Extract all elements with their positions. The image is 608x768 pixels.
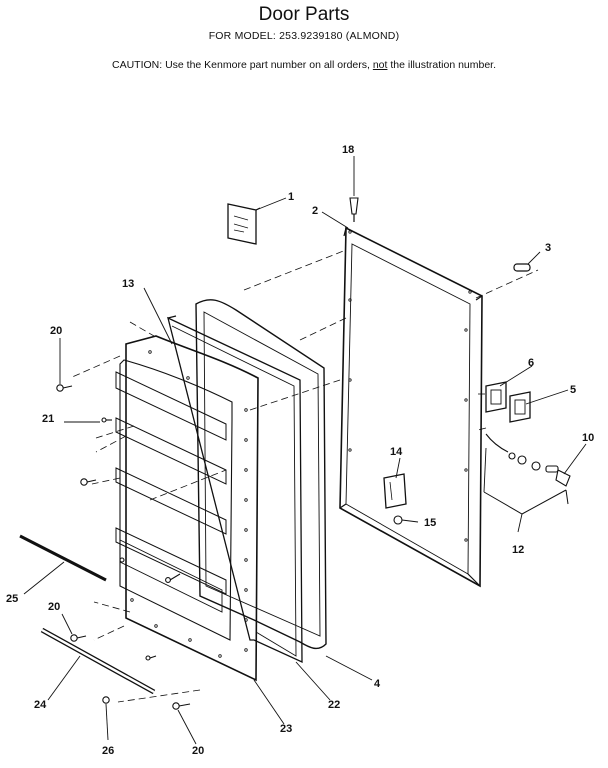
callout-3: 3	[545, 242, 551, 254]
callout-21: 21	[42, 413, 54, 425]
callouts: 1 2 18 3 13 20 21 6 5 10 14 15 12 25 20 …	[6, 144, 594, 757]
callout-23: 23	[280, 723, 292, 735]
callout-20-bottom: 20	[192, 745, 204, 757]
caution-text: CAUTION: Use the Kenmore part number on …	[111, 59, 373, 71]
callout-13: 13	[122, 278, 134, 290]
door-gasket	[195, 299, 327, 650]
inner-door-liner	[115, 335, 259, 682]
callout-24: 24	[34, 699, 47, 711]
lock-assembly	[483, 433, 571, 515]
callout-22: 22	[328, 699, 340, 711]
callout-25: 25	[6, 593, 18, 605]
caution-text-end: the illustration number.	[387, 59, 497, 71]
callout-1: 1	[288, 191, 294, 203]
plug-3	[513, 263, 531, 272]
outer-door-panel	[339, 226, 483, 588]
assembly-guide-lines	[69, 249, 539, 703]
callout-18: 18	[342, 144, 354, 156]
badge-plate	[227, 203, 261, 245]
callout-26: 26	[102, 745, 114, 757]
handle-cover	[509, 391, 531, 423]
leader-lines	[23, 156, 587, 745]
callout-20-mid: 20	[48, 601, 60, 613]
callout-2: 2	[312, 205, 318, 217]
handle-bezel	[485, 381, 507, 413]
callout-12: 12	[512, 544, 524, 556]
callout-14: 14	[390, 446, 403, 458]
callout-4: 4	[374, 678, 381, 690]
callout-15: 15	[424, 517, 436, 529]
caution-emphasis: not	[372, 59, 388, 71]
page-title: Door Parts	[258, 4, 350, 25]
screws	[56, 384, 191, 710]
screw-15	[393, 515, 403, 525]
model-subtitle: FOR MODEL: 253.9239180 (ALMOND)	[208, 30, 400, 42]
screw-18	[349, 197, 359, 222]
callout-20-top: 20	[50, 325, 62, 337]
door-liner-frame	[167, 315, 303, 664]
callout-5: 5	[570, 384, 576, 396]
bottom-rail	[40, 627, 156, 695]
callout-6: 6	[528, 357, 534, 369]
caution-note: CAUTION: Use the Kenmore part number on …	[0, 59, 608, 71]
hinge-bracket	[383, 473, 407, 509]
callout-10: 10	[582, 432, 594, 444]
shelf-rod	[19, 534, 107, 582]
